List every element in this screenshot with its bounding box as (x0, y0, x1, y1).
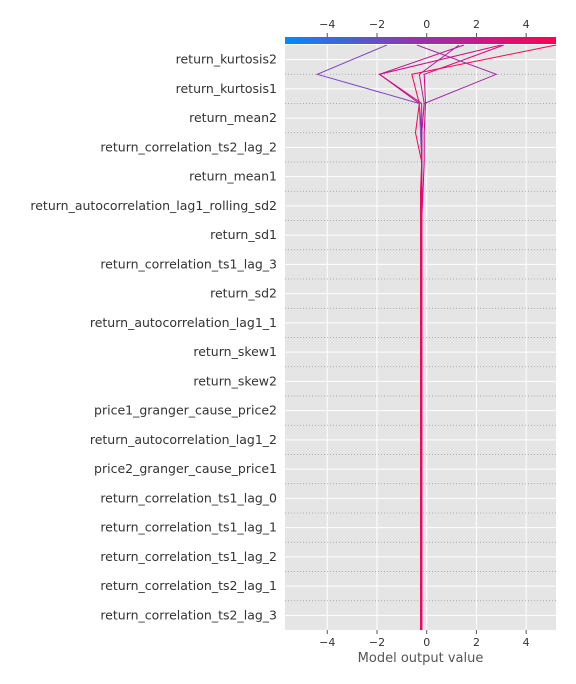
feature-label: return_autocorrelation_lag1_rolling_sd2 (30, 198, 277, 213)
feature-label: return_mean2 (189, 110, 277, 125)
x-axis-title: Model output value (358, 651, 484, 666)
bottom-tick-label: −2 (369, 636, 385, 649)
feature-label: return_correlation_ts1_lag_2 (100, 549, 277, 564)
feature-label: return_correlation_ts2_lag_3 (100, 607, 277, 622)
bottom-tick-label: −4 (319, 636, 335, 649)
feature-label: return_correlation_ts2_lag_2 (100, 139, 277, 154)
feature-label: price1_granger_cause_price2 (94, 403, 277, 418)
feature-label: return_correlation_ts2_lag_1 (100, 578, 277, 593)
colorbar (285, 37, 556, 44)
feature-label: return_kurtosis1 (176, 81, 277, 96)
series-line (411, 44, 557, 630)
feature-label: return_correlation_ts1_lag_1 (100, 520, 277, 535)
feature-label: return_kurtosis2 (176, 52, 277, 67)
top-tick-label: 4 (523, 18, 530, 31)
top-tick-label: 0 (423, 18, 430, 31)
feature-label: return_skew2 (193, 373, 277, 388)
feature-label: return_autocorrelation_lag1_2 (90, 432, 277, 447)
feature-label: return_correlation_ts1_lag_3 (100, 256, 277, 271)
bottom-tick-label: 0 (423, 636, 430, 649)
feature-label: return_autocorrelation_lag1_1 (90, 315, 277, 330)
top-tick-label: 2 (473, 18, 480, 31)
feature-label: price2_granger_cause_price1 (94, 461, 277, 476)
feature-label: return_sd2 (210, 286, 277, 301)
feature-label: return_skew1 (193, 344, 277, 359)
bottom-tick-label: 2 (473, 636, 480, 649)
bottom-tick-label: 4 (523, 636, 530, 649)
series-line (378, 44, 502, 630)
top-tick-label: −4 (319, 18, 335, 31)
feature-label: return_mean1 (189, 169, 277, 184)
feature-label: return_sd1 (210, 227, 277, 242)
top-tick-label: −2 (369, 18, 385, 31)
feature-label: return_correlation_ts1_lag_0 (100, 490, 277, 505)
